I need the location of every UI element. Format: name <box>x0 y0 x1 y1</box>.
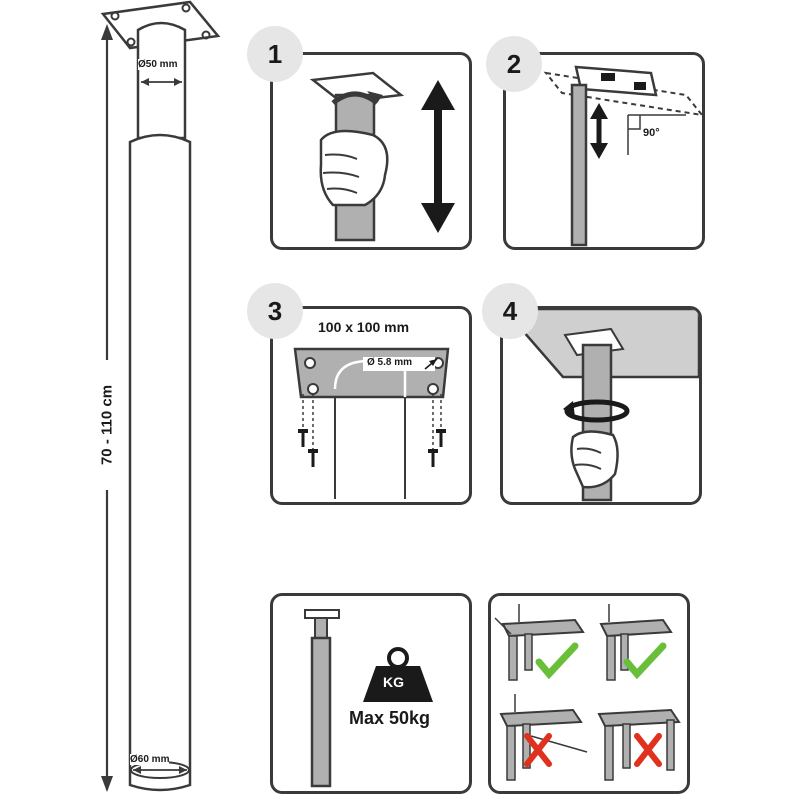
max-load-label: Max 50kg <box>349 708 431 728</box>
step-3-panel: Ø 5.8 mm <box>270 306 472 505</box>
check-icon <box>623 642 667 680</box>
up-arrow-icon <box>421 80 455 110</box>
weight-tag-label: KG <box>383 674 404 690</box>
down-arrow-icon <box>421 203 455 233</box>
bottom-diameter-label: Ø60 mm <box>130 754 170 765</box>
table-correct-2 <box>599 604 673 681</box>
cross-icon <box>524 733 552 767</box>
cross-icon <box>634 733 662 767</box>
check-icon <box>535 642 579 680</box>
table-wrong-1 <box>499 694 588 781</box>
hand-icon <box>570 430 619 489</box>
hole-diameter-label: Ø 5.8 mm <box>367 357 413 368</box>
top-diameter-label: Ø50 mm <box>138 59 178 70</box>
load-panel: KG Max 50kg <box>270 593 472 794</box>
weight-icon <box>387 647 409 669</box>
table-correct-1 <box>494 604 585 681</box>
step-1-panel <box>270 52 472 250</box>
up-arrow-icon <box>590 103 608 119</box>
hand-icon <box>319 129 389 207</box>
step-1-badge: 1 <box>247 26 303 82</box>
rotate-arrow-icon <box>331 91 379 105</box>
angle-mark <box>628 115 641 130</box>
step-2-panel: 90° <box>503 52 705 250</box>
height-range-label: 70 - 110 cm <box>98 384 116 466</box>
tube-icon <box>310 636 332 788</box>
tube-icon <box>570 83 588 247</box>
down-arrow-icon <box>590 143 608 159</box>
step-4-badge: 4 <box>482 283 538 339</box>
step-3-badge: 3 <box>247 283 303 339</box>
screw-icon <box>298 429 446 467</box>
step-2-badge: 2 <box>486 36 542 92</box>
usage-panel <box>488 593 690 794</box>
plate-size-label: 100 x 100 mm <box>318 319 410 335</box>
upper-tube <box>136 21 187 140</box>
lower-tube <box>128 133 192 792</box>
table-wrong-2 <box>597 708 681 781</box>
step-4-panel <box>500 306 702 505</box>
angle-label: 90° <box>643 127 660 139</box>
